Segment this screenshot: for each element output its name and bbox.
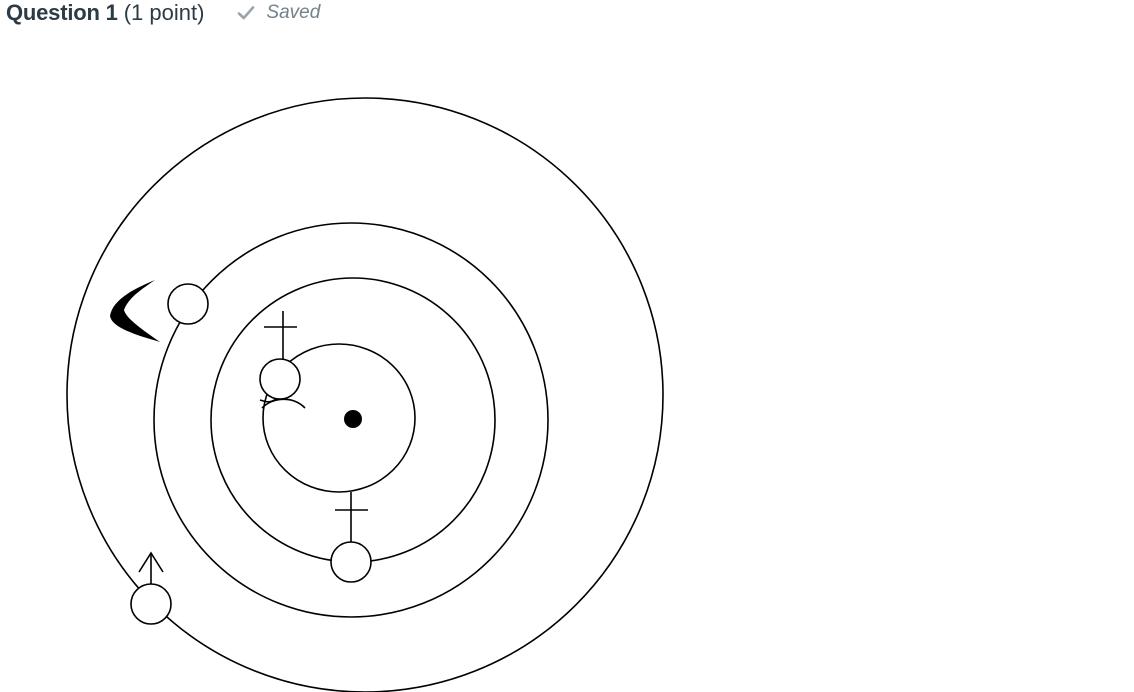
saved-label: Saved xyxy=(266,2,321,23)
center-dot xyxy=(344,410,362,428)
question-points: (1 point) xyxy=(123,0,205,25)
orbit-body-bottom xyxy=(330,541,372,583)
arrow-head xyxy=(138,551,164,573)
orbit-ring-1 xyxy=(262,343,416,493)
orbit-ring-4 xyxy=(66,97,664,692)
saved-status: Saved xyxy=(236,2,320,24)
checkmark-icon xyxy=(238,6,255,20)
inner-body-tail-2 xyxy=(259,398,277,403)
orbit-body-inner xyxy=(259,358,301,400)
inner-body-tail xyxy=(261,398,306,409)
orbit-body-upper-left xyxy=(167,283,209,325)
question-title: Question 1 xyxy=(6,0,118,25)
question-header: Question 1 (1 point) Saved xyxy=(6,0,320,26)
orbit-body-lower-left xyxy=(130,583,172,625)
orbit-ring-3 xyxy=(153,222,549,618)
crescent-shape xyxy=(110,280,160,342)
arrow-body-group xyxy=(138,551,164,587)
bottom-body-group xyxy=(335,492,368,542)
